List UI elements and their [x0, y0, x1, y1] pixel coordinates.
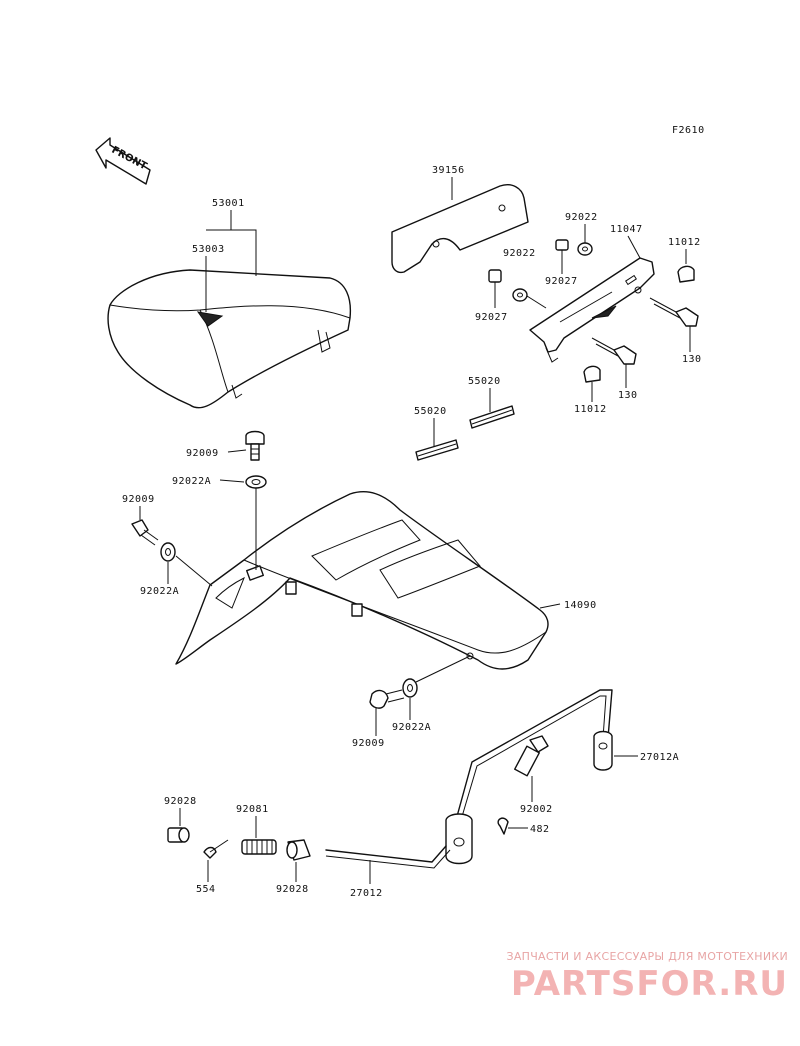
front-arrow-icon: FRONT — [95, 137, 151, 185]
label-11012-top: 11012 — [668, 237, 701, 248]
callout-27012A: 27012A — [614, 752, 679, 763]
screw-92009-left — [131, 519, 159, 546]
callout-554: 554 — [196, 860, 216, 895]
strip-55020-left — [415, 439, 459, 461]
strip-55020-right — [469, 405, 515, 429]
callout-130-bottom: 130 — [618, 364, 638, 401]
callout-92022-top: 92022 — [565, 212, 598, 243]
label-92022A-top: 92022A — [172, 476, 211, 487]
callout-92022A-bottom: 92022A — [392, 698, 431, 733]
washer-92022A-left — [160, 542, 213, 587]
callout-27012: 27012 — [350, 860, 383, 899]
washer-92022A-top — [245, 475, 267, 570]
label-92009-bottom: 92009 — [352, 738, 385, 749]
screw-92009-top — [245, 430, 265, 461]
label-27012A: 27012A — [640, 752, 679, 763]
callout-482: 482 — [508, 824, 550, 835]
figure-code: F2610 — [672, 125, 705, 136]
rubber-11012-top — [677, 265, 695, 283]
seat-part — [107, 269, 352, 409]
callout-92009-left: 92009 — [122, 494, 155, 520]
callout-92028-left: 92028 — [164, 796, 197, 826]
callout-92009-top: 92009 — [186, 448, 247, 459]
label-92028-bottom: 92028 — [276, 884, 309, 895]
callout-55020-left: 55020 — [414, 406, 447, 446]
label-92022A-left: 92022A — [140, 586, 179, 597]
bolt-130-bottom — [591, 337, 637, 365]
clip-482 — [497, 817, 509, 835]
collar-92028-left — [167, 827, 190, 843]
rubber-11012-bottom — [583, 365, 601, 383]
washer-92022-mid — [512, 288, 547, 309]
label-55020-right: 55020 — [468, 376, 501, 387]
pin-554 — [203, 839, 229, 859]
label-92009-top: 92009 — [186, 448, 219, 459]
callout-14090: 14090 — [539, 600, 597, 611]
watermark-tagline: ЗАПЧАСТИ И АКСЕССУАРЫ ДЛЯ МОТОТЕХНИКИ — [506, 950, 788, 963]
label-92028-left: 92028 — [164, 796, 197, 807]
bolt-92002 — [514, 735, 549, 777]
label-11012-bottom: 11012 — [574, 404, 607, 415]
label-53001: 53001 — [212, 198, 245, 209]
washer-92022-top — [577, 242, 593, 256]
callout-53001: 53001 — [206, 198, 257, 276]
callout-92081: 92081 — [236, 804, 269, 838]
grab-rail-part — [391, 184, 529, 274]
callout-55020-right: 55020 — [468, 376, 501, 412]
callout-92022A-left: 92022A — [140, 562, 179, 597]
callout-11047: 11047 — [610, 224, 643, 259]
collar-92027-right — [555, 239, 569, 251]
callout-53003: 53003 — [192, 244, 225, 312]
label-92027-right: 92027 — [545, 276, 578, 287]
callout-92022A-top: 92022A — [172, 476, 245, 487]
callout-92022-mid: 92022 — [503, 248, 536, 259]
collar-92027-left — [488, 269, 502, 283]
watermark-logo[interactable]: PARTSFOR.RU — [510, 964, 788, 1004]
label-92022-top: 92022 — [565, 212, 598, 223]
label-55020-left: 55020 — [414, 406, 447, 417]
screw-92009-bottom — [369, 689, 405, 709]
label-14090: 14090 — [564, 600, 597, 611]
spring-92081 — [241, 839, 277, 855]
label-92081: 92081 — [236, 804, 269, 815]
callout-92009-bottom: 92009 — [352, 708, 385, 749]
bolt-130-top — [649, 297, 699, 327]
collar-92028-bottom — [286, 839, 311, 861]
label-130-top: 130 — [682, 354, 702, 365]
label-92022A-bottom: 92022A — [392, 722, 431, 733]
callout-92027-right: 92027 — [545, 250, 578, 287]
callout-39156: 39156 — [432, 165, 465, 200]
label-11047: 11047 — [610, 224, 643, 235]
label-92022-mid: 92022 — [503, 248, 536, 259]
callout-130-top: 130 — [682, 326, 702, 365]
label-53003: 53003 — [192, 244, 225, 255]
label-27012: 27012 — [350, 888, 383, 899]
washer-92022A-bottom — [402, 655, 471, 698]
callout-92002: 92002 — [520, 776, 553, 815]
callout-11012-bottom: 11012 — [574, 382, 607, 415]
label-92009-left: 92009 — [122, 494, 155, 505]
label-92027-left: 92027 — [475, 312, 508, 323]
label-130-bottom: 130 — [618, 390, 638, 401]
rod-27012-part — [325, 845, 451, 869]
label-482: 482 — [530, 824, 550, 835]
bracket-part — [529, 257, 655, 363]
label-92002: 92002 — [520, 804, 553, 815]
callout-92028-bottom: 92028 — [276, 862, 309, 895]
watermark: ЗАПЧАСТИ И АКСЕССУАРЫ ДЛЯ МОТОТЕХНИКИ PA… — [488, 950, 788, 1003]
label-39156: 39156 — [432, 165, 465, 176]
callout-92027-left: 92027 — [475, 282, 508, 323]
callout-11012-top: 11012 — [668, 237, 701, 264]
rod-27012A-part — [445, 689, 613, 865]
tail-cowl-part — [175, 491, 549, 670]
label-554: 554 — [196, 884, 216, 895]
